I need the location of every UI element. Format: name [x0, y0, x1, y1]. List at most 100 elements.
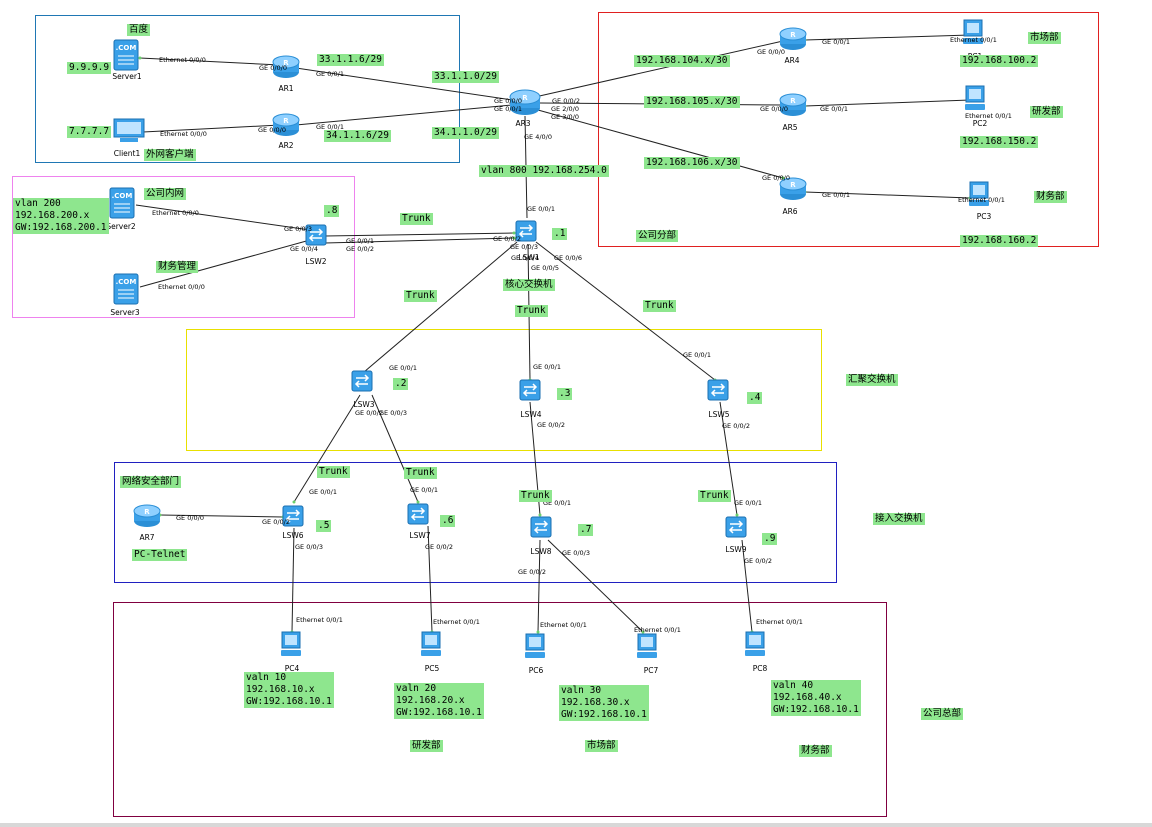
port-lsw1-ge002: GE 0/0/2 [493, 235, 521, 243]
label-branch: 公司分部 [636, 230, 679, 242]
lsw1-icon[interactable] [513, 218, 539, 244]
lsw5-icon[interactable] [705, 377, 731, 403]
port-pc8-eth: Ethernet 0/0/1 [756, 618, 803, 626]
port-lsw4-ge001: GE 0/0/1 [533, 363, 561, 371]
label-hq: 公司总部 [921, 708, 964, 720]
ar3-icon[interactable]: R [508, 88, 542, 118]
ar1-icon[interactable]: R [271, 54, 301, 82]
port-ar2-ge000: GE 0/0/0 [258, 126, 286, 134]
port-pc1-eth: Ethernet 0/0/1 [950, 36, 997, 44]
link-lsw2-lsw1-a [324, 232, 515, 237]
link-ar7-lsw6 [159, 514, 284, 518]
port-lsw2-ge002: GE 0/0/2 [346, 245, 374, 253]
client1-icon[interactable] [112, 116, 146, 146]
label-core-switch: 核心交换机 [503, 279, 555, 291]
svg-text:R: R [790, 31, 796, 39]
label-dept-rd-bottom: 研发部 [410, 740, 443, 752]
lsw9-name: LSW9 [725, 545, 747, 554]
lsw2-name: LSW2 [305, 257, 327, 266]
label-lsw2-num: .8 [324, 205, 340, 217]
lsw2-icon[interactable] [303, 222, 329, 248]
lsw6-icon[interactable] [280, 503, 306, 529]
port-pc5-eth: Ethernet 0/0/1 [433, 618, 480, 626]
lsw4-icon[interactable] [517, 377, 543, 403]
port-pc2-eth: Ethernet 0/0/1 [965, 112, 1012, 120]
label-baidu: 百度 [127, 24, 151, 36]
port-lsw1-ge005: GE 0/0/5 [531, 264, 559, 272]
link-lsw1-lsw3 [363, 241, 518, 373]
pc3-icon[interactable] [966, 180, 992, 210]
lsw1-name: LSW1 [518, 253, 540, 262]
port-lsw2-ge004: GE 0/0/4 [290, 245, 318, 253]
pc4-name: PC4 [284, 664, 300, 673]
link-ar5-pc2 [804, 99, 971, 107]
ar6-icon[interactable]: R [778, 176, 808, 204]
port-lsw2-ge001: GE 0/0/1 [346, 237, 374, 245]
label-trunk-lsw6: Trunk [317, 466, 350, 478]
label-lsw6-num: .5 [316, 520, 332, 532]
ar7-icon[interactable]: R [132, 503, 162, 531]
label-pc1-ip: 192.168.100.2 [960, 55, 1039, 67]
pc6-name: PC6 [528, 666, 544, 675]
lsw9-icon[interactable] [723, 514, 749, 540]
port-ar4-ge000: GE 0/0/0 [757, 48, 785, 56]
label-vlan200-line1: vlan 200 [15, 198, 61, 209]
label-trunk-lsw2: Trunk [400, 213, 433, 225]
label-lsw7-num: .6 [440, 515, 456, 527]
lsw3-icon[interactable] [349, 368, 375, 394]
pc4-icon[interactable] [278, 630, 304, 660]
port-lsw1-ge003: GE 0/0/3 [510, 243, 538, 251]
pc7-icon[interactable] [634, 632, 660, 662]
label-pc-telnet: PC-Telnet [132, 549, 188, 561]
label-dept-market-top: 市场部 [1028, 32, 1061, 44]
pc8-icon[interactable] [742, 630, 768, 660]
label-trunk-lsw9: Trunk [698, 490, 731, 502]
server2-icon[interactable]: .COM [108, 186, 138, 220]
pc1-icon[interactable] [960, 18, 986, 48]
label-ip-7777: 7.7.7.7 [67, 126, 112, 138]
label-ar2-ip: 34.1.1.6/29 [324, 130, 391, 142]
lsw4-name: LSW4 [520, 410, 542, 419]
ar2-icon[interactable]: R [271, 112, 301, 140]
link-ar6-pc3 [804, 191, 971, 199]
label-vlan40-line1: valn 40 [773, 680, 814, 691]
label-vlan20-line3: GW:192.168.10.1 [396, 707, 482, 718]
svg-text:.COM: .COM [112, 192, 133, 200]
link-ar2-ar3 [295, 104, 513, 126]
label-vlan800: vlan 800 192.168.254.0 [479, 165, 609, 177]
pc6-icon[interactable] [522, 632, 548, 662]
label-vlan10-line2: 192.168.10.x [246, 684, 315, 695]
server1-name: Server1 [112, 72, 142, 81]
port-pc4-eth: Ethernet 0/0/1 [296, 616, 343, 624]
label-access-switch: 接入交换机 [873, 513, 925, 525]
pc5-icon[interactable] [418, 630, 444, 660]
server1-icon[interactable]: .COM [112, 38, 142, 72]
port-server2-eth: Ethernet 0/0/0 [152, 209, 199, 217]
pc2-icon[interactable] [962, 84, 988, 114]
label-lsw9-num: .9 [762, 533, 778, 545]
lsw8-icon[interactable] [528, 514, 554, 540]
link-client1-ar2 [142, 124, 281, 133]
server3-icon[interactable]: .COM [112, 272, 142, 306]
pc8-name: PC8 [752, 664, 768, 673]
link-lsw7-pc5 [427, 525, 433, 633]
port-ar7-ge000: GE 0/0/0 [176, 514, 204, 522]
ar4-icon[interactable]: R [778, 26, 808, 54]
port-lsw6-ge001: GE 0/0/1 [309, 488, 337, 496]
link-lsw3-lsw6 [293, 394, 361, 503]
port-pc6-eth: Ethernet 0/0/1 [540, 621, 587, 629]
port-lsw6-ge002: GE 0/0/2 [262, 518, 290, 526]
bottom-scrollbar[interactable] [0, 823, 1152, 827]
link-ar3-ar6 [537, 109, 784, 179]
port-lsw3-ge002: GE 0/0/2 [355, 409, 383, 417]
label-vlan20-line2: 192.168.20.x [396, 695, 465, 706]
svg-text:.COM: .COM [116, 44, 137, 52]
ar5-icon[interactable]: R [778, 92, 808, 120]
server3-name: Server3 [110, 308, 140, 317]
label-vlan30-line3: GW:192.168.10.1 [561, 709, 647, 720]
port-ar6-ge001: GE 0/0/1 [822, 191, 850, 199]
lsw7-icon[interactable] [405, 501, 431, 527]
ar3-name: AR3 [515, 119, 531, 128]
